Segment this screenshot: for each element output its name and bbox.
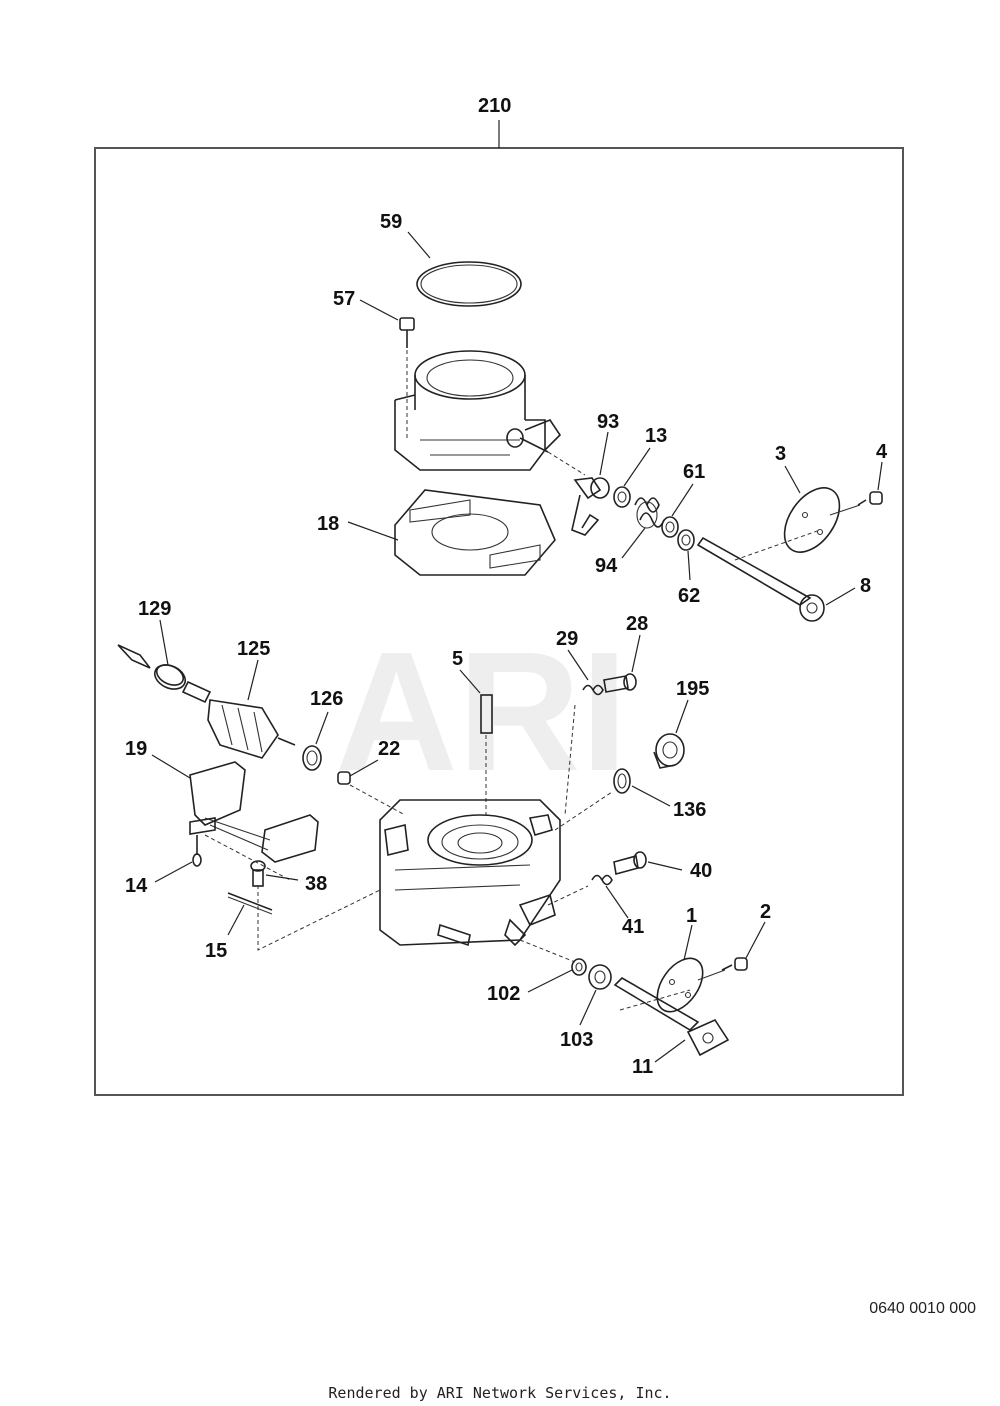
screw-2 <box>721 957 748 971</box>
spring-29 <box>582 684 604 696</box>
throttle-plate-1 <box>619 957 726 1013</box>
callout-195: 195 <box>676 678 709 700</box>
callout-61: 61 <box>683 461 705 483</box>
gasket-136 <box>613 768 631 794</box>
footer-credit: Rendered by ARI Network Services, Inc. <box>328 1384 672 1402</box>
callout-28: 28 <box>626 613 648 635</box>
lever-93 <box>571 477 610 536</box>
callout-40: 40 <box>690 860 712 882</box>
spring-94 <box>634 497 665 529</box>
callout-22: 22 <box>378 738 400 760</box>
o-ring-126 <box>302 745 322 771</box>
washer-61 <box>661 516 679 538</box>
screw-57 <box>399 317 415 440</box>
callout-38: 38 <box>305 873 327 895</box>
callout-19: 19 <box>125 738 147 760</box>
clip-129 <box>153 664 187 690</box>
callout-29: 29 <box>556 628 578 650</box>
callout-59: 59 <box>380 211 402 233</box>
gasket-18 <box>394 489 556 576</box>
callout-126: 126 <box>310 688 343 710</box>
screw-38 <box>250 860 266 887</box>
callout-102: 102 <box>487 983 520 1005</box>
bushing-103 <box>588 964 612 990</box>
callout-125: 125 <box>237 638 270 660</box>
callout-1: 1 <box>686 905 697 927</box>
carburetor-body-lower <box>379 799 561 947</box>
callout-11: 11 <box>632 1056 653 1078</box>
callout-15: 15 <box>205 940 227 962</box>
leader-lines <box>151 231 883 1063</box>
o-ring-59 <box>416 261 522 307</box>
screw-22 <box>337 771 406 816</box>
callout-5: 5 <box>452 648 463 670</box>
callout-3: 3 <box>775 443 786 465</box>
callout-14: 14 <box>125 875 148 897</box>
callout-62: 62 <box>678 585 700 607</box>
bracket-19 <box>189 761 319 863</box>
callout-94: 94 <box>595 555 618 577</box>
plug-195 <box>653 733 685 769</box>
callout-18: 18 <box>317 513 339 535</box>
callout-103: 103 <box>560 1029 593 1051</box>
screw-40 <box>613 851 647 876</box>
washer-62 <box>677 529 695 551</box>
fuel-cut-solenoid-125 <box>117 644 296 759</box>
diagram-number: 0640 0010 000 <box>869 1300 976 1317</box>
callout-13: 13 <box>645 425 667 447</box>
spring-41 <box>591 874 613 886</box>
screw-4 <box>857 491 883 506</box>
assembly-label: 210 <box>478 95 511 117</box>
callout-8: 8 <box>860 575 871 597</box>
callout-93: 93 <box>597 411 619 433</box>
washer-102 <box>571 958 587 976</box>
throttle-plate-3 <box>734 487 861 561</box>
callout-129: 129 <box>138 598 171 620</box>
callout-2: 2 <box>760 901 771 923</box>
washer-13 <box>613 486 631 508</box>
pin-5 <box>480 694 493 815</box>
needle-15 <box>227 892 273 915</box>
throttle-body-upper <box>394 350 562 471</box>
shaft-11 <box>613 976 730 1057</box>
callout-57: 57 <box>333 288 355 310</box>
callout-4: 4 <box>876 441 888 463</box>
pin-14 <box>192 835 202 867</box>
callout-136: 136 <box>673 799 706 821</box>
shaft-8 <box>696 536 825 622</box>
screw-28 <box>603 673 637 693</box>
callout-41: 41 <box>622 916 644 938</box>
